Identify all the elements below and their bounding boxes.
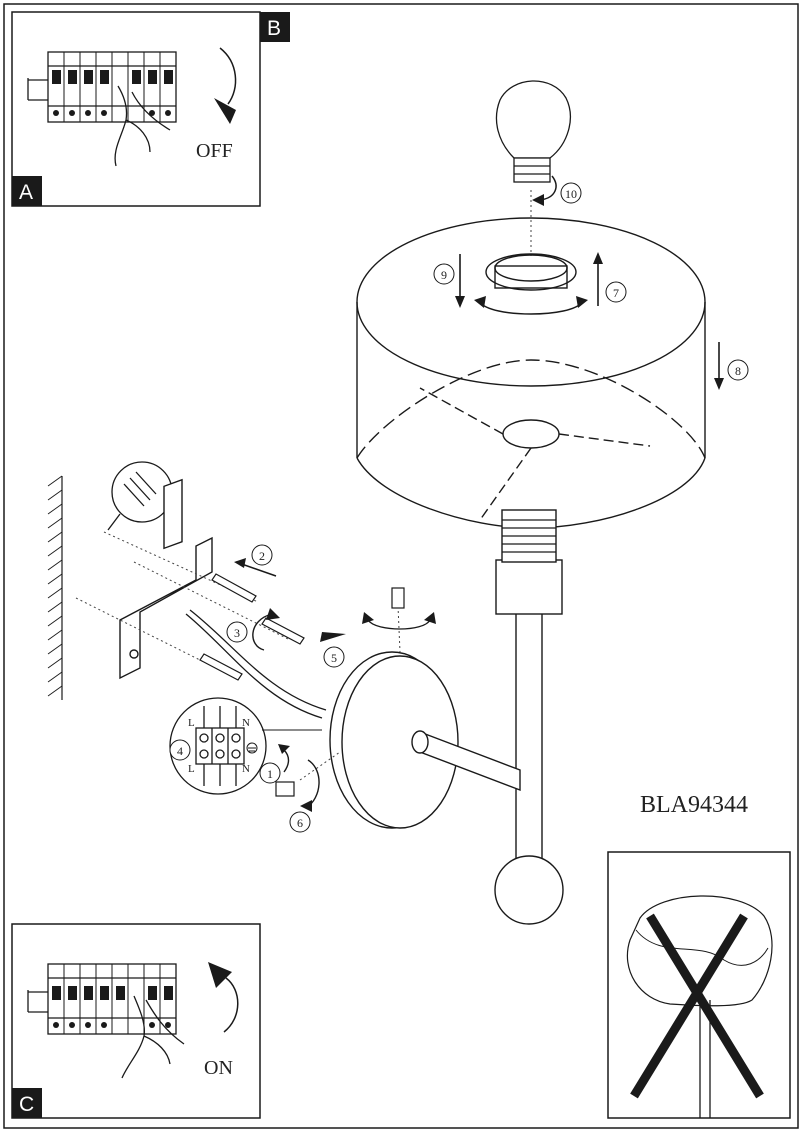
- tag-b: B: [267, 17, 281, 40]
- bracket: [119, 478, 213, 680]
- page-frame: [3, 3, 799, 1129]
- terminal-l-bottom: L: [188, 763, 195, 775]
- wall-plug-icon: [107, 461, 173, 531]
- switch-on-arrow: [223, 977, 239, 1033]
- tag-c: C: [19, 1093, 34, 1116]
- circuit-breaker-icon: [27, 51, 177, 123]
- terminal-block: [169, 697, 267, 795]
- hand-icon: [114, 85, 171, 167]
- step-9: 9: [441, 268, 447, 282]
- caption-off: OFF: [196, 140, 233, 162]
- tag-b-box: [260, 12, 290, 42]
- screw-icon: [199, 573, 405, 797]
- step-2: 2: [259, 549, 265, 563]
- step-3: 3: [234, 626, 240, 640]
- terminal-n-top: N: [242, 717, 250, 729]
- earth-icon: [246, 742, 258, 754]
- tag-c-box: [12, 1088, 42, 1118]
- cable: [185, 613, 323, 719]
- panel-power-on: C ON: [11, 923, 261, 1119]
- rotate-arrow: [479, 301, 583, 315]
- panel-power-off: B A: [11, 11, 290, 207]
- step-8: 8: [735, 364, 741, 378]
- step-4: 4: [177, 744, 183, 758]
- switch-off-arrow: [219, 47, 237, 105]
- caption-on: ON: [204, 1057, 233, 1079]
- crossed-out-icon: [607, 851, 791, 1119]
- step-7: 7: [613, 286, 619, 300]
- model-number: BLA94344: [640, 792, 748, 818]
- step-6: 6: [297, 816, 303, 830]
- hand-icon: [121, 995, 185, 1079]
- bulb-icon: [495, 80, 571, 183]
- tag-a: A: [19, 181, 33, 204]
- circuit-breaker-icon: [27, 963, 177, 1035]
- step-1: 1: [267, 767, 273, 781]
- wall: [47, 475, 63, 700]
- step-10: 10: [565, 187, 577, 201]
- terminal-n-bottom: N: [242, 763, 250, 775]
- lamp-shade: [356, 217, 706, 529]
- lamp-body: [329, 509, 564, 925]
- step-5: 5: [331, 651, 337, 665]
- terminal-l-top: L: [188, 717, 195, 729]
- tag-a-box: [12, 176, 42, 206]
